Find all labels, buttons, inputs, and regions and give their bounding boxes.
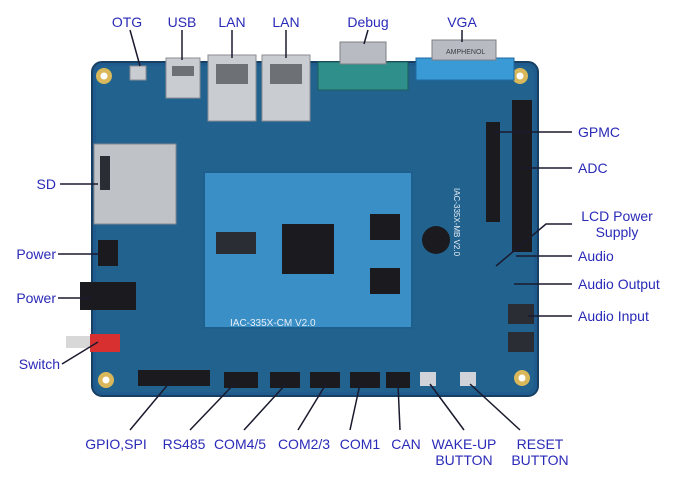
label-wakeup-line2: BUTTON (435, 452, 493, 468)
label-lan-2: LAN (272, 14, 300, 30)
label-lcd-power: LCD Power Supply (574, 208, 660, 240)
label-can: CAN (391, 436, 421, 452)
power-jack (80, 282, 136, 310)
leader-switch (61, 341, 99, 365)
label-rs485: RS485 (162, 436, 206, 452)
leader-reset (469, 383, 521, 431)
leader-debug (363, 29, 369, 45)
leader-otg (129, 29, 141, 67)
adc-header (512, 100, 532, 252)
power-switch (66, 334, 120, 352)
label-debug: Debug (347, 14, 389, 30)
label-power-1: Power (16, 246, 56, 262)
leader-com23 (297, 383, 327, 431)
lan-connector-2 (261, 54, 311, 122)
label-com45: COM4/5 (213, 436, 267, 452)
com45-terminal (270, 372, 300, 388)
label-switch: Switch (18, 356, 60, 372)
label-gpio-spi: GPIO,SPI (85, 436, 147, 452)
label-reset: RESET BUTTON (504, 436, 576, 468)
label-reset-line1: RESET (516, 436, 564, 452)
label-vga: VGA (447, 14, 477, 30)
cpu-chip (282, 224, 334, 274)
power-header (98, 240, 118, 266)
label-audio-input: Audio Input (578, 308, 649, 324)
label-power-2: Power (16, 290, 56, 306)
label-lcd-power-line2: Supply (595, 224, 639, 240)
label-otg: OTG (111, 14, 143, 30)
label-sd: SD (36, 176, 56, 192)
leader-lcd-power (495, 223, 572, 267)
sd-card-slot (93, 143, 177, 225)
label-lcd-power-line1: LCD Power (581, 208, 653, 224)
can-terminal (386, 372, 410, 388)
vga-connector (415, 39, 515, 81)
label-lan-1: LAN (218, 14, 246, 30)
cpu-module (203, 171, 413, 329)
com1-terminal (350, 372, 380, 388)
leader-rs485 (189, 381, 237, 431)
buzzer (422, 226, 450, 254)
module-silkscreen: IAC-335X-CM V2.0 (230, 318, 316, 329)
label-com23: COM2/3 (277, 436, 331, 452)
label-adc: ADC (578, 160, 608, 176)
usb-connector (165, 57, 201, 99)
leader-com45 (243, 383, 287, 431)
label-usb: USB (167, 14, 197, 30)
leader-wakeup (429, 383, 465, 431)
rs485-terminal (224, 372, 258, 388)
reset-button (460, 372, 476, 386)
label-gpmc: GPMC (578, 124, 620, 140)
debug-connector (317, 41, 409, 91)
leader-can (397, 383, 401, 431)
audio-jacks (508, 304, 534, 352)
label-com1: COM1 (339, 436, 381, 452)
leader-gpio-spi (129, 381, 171, 431)
label-audio: Audio (578, 248, 614, 264)
gpio-spi-header (138, 370, 210, 386)
label-wakeup: WAKE-UP BUTTON (428, 436, 500, 468)
label-audio-output: Audio Output (578, 276, 660, 292)
label-wakeup-line1: WAKE-UP (431, 436, 497, 452)
wakeup-button (420, 372, 436, 386)
vga-connector-text: AMPHENOL (446, 49, 485, 56)
label-reset-line2: BUTTON (511, 452, 569, 468)
gpmc-header (486, 122, 500, 222)
leader-com1 (349, 383, 361, 431)
lan-connector-1 (207, 54, 257, 122)
com23-terminal (310, 372, 340, 388)
leader-lines (58, 29, 572, 431)
board-silkscreen: IAC-335X-MB V2.0 (452, 188, 461, 257)
otg-connector (129, 65, 147, 81)
